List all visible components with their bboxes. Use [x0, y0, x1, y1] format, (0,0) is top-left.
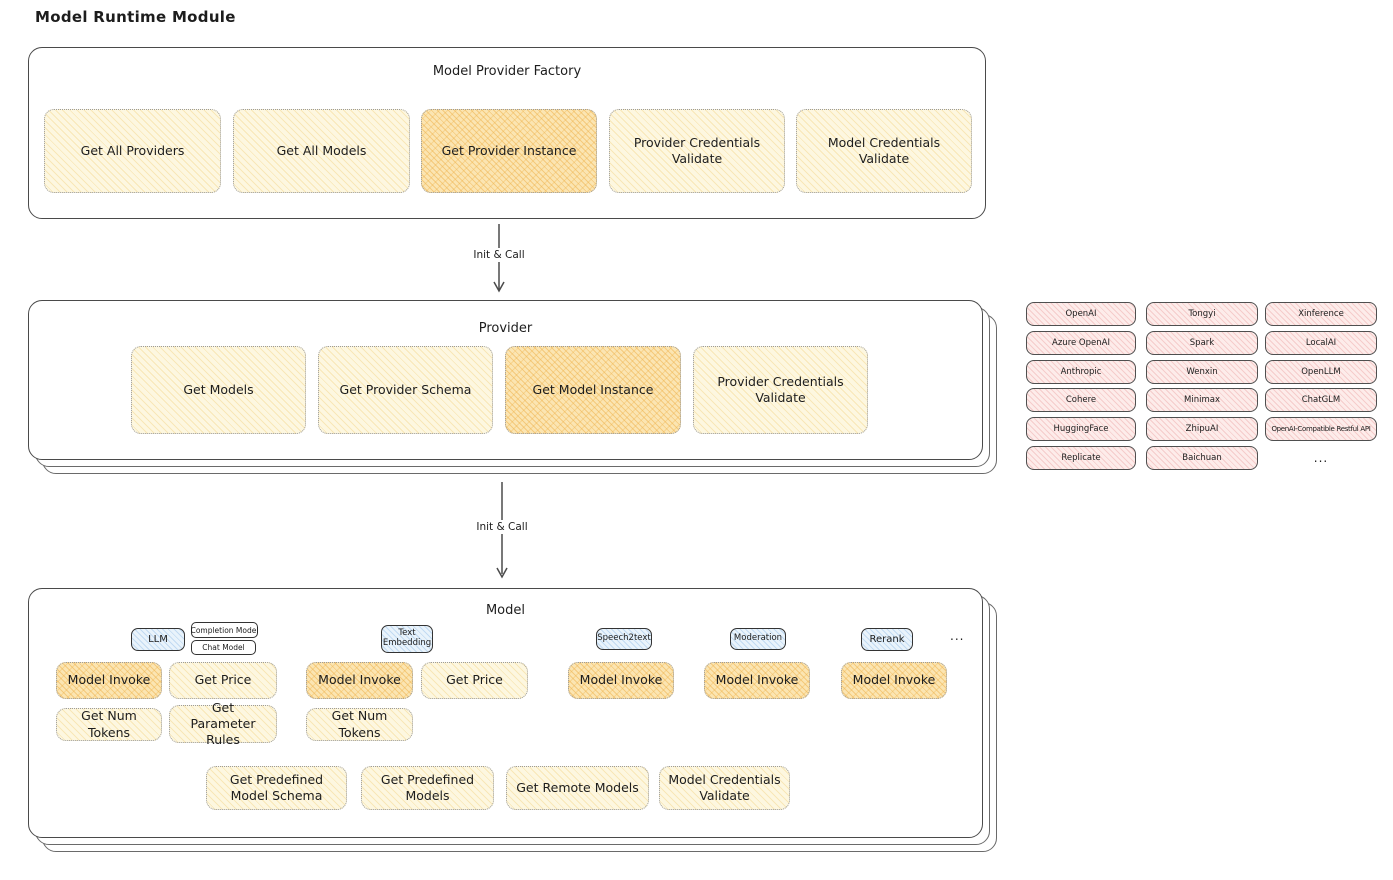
get-model-instance-box: Get Model Instance	[505, 346, 681, 434]
rerank-type-tab: Rerank	[861, 628, 913, 651]
provider-minimax: Minimax	[1146, 388, 1258, 412]
moderation-type-tab: Moderation	[730, 628, 786, 650]
provider-openllm: OpenLLM	[1265, 360, 1377, 384]
chat-model-tab: Chat Model	[191, 640, 256, 655]
get-provider-instance-box: Get Provider Instance	[421, 109, 597, 193]
speech2text-model-invoke-box: Model Invoke	[568, 662, 674, 699]
get-provider-schema-box: Get Provider Schema	[318, 346, 493, 434]
provider-section: Provider Get Models Get Provider Schema …	[28, 300, 983, 460]
provider-cohere: Cohere	[1026, 388, 1136, 412]
provider-credentials-validate-box-2: Provider Credentials Validate	[693, 346, 868, 434]
init-call-label-2: Init & Call	[464, 520, 540, 534]
provider-azure-openai: Azure OpenAI	[1026, 331, 1136, 355]
get-all-providers-box: Get All Providers	[44, 109, 221, 193]
model-section: Model LLM Completion Model Chat Model Te…	[28, 588, 983, 838]
model-credentials-validate-box: Model Credentials Validate	[796, 109, 972, 193]
provider-anthropic: Anthropic	[1026, 360, 1136, 384]
get-predefined-model-schema-box: Get Predefined Model Schema	[206, 766, 347, 810]
provider-xinference: Xinference	[1265, 302, 1377, 326]
moderation-model-invoke-box: Model Invoke	[704, 662, 810, 699]
model-credentials-validate-box-2: Model Credentials Validate	[659, 766, 790, 810]
rerank-model-invoke-box: Model Invoke	[841, 662, 947, 699]
provider-wenxin: Wenxin	[1146, 360, 1258, 384]
init-call-label-1: Init & Call	[461, 248, 537, 262]
speech2text-type-tab: Speech2text	[596, 628, 652, 650]
completion-model-tab: Completion Model	[191, 622, 258, 638]
provider-chatglm: ChatGLM	[1265, 388, 1377, 412]
embedding-get-num-tokens-box: Get Num Tokens	[306, 708, 413, 741]
embedding-get-price-box: Get Price	[421, 662, 528, 699]
llm-get-num-tokens-box: Get Num Tokens	[56, 708, 162, 741]
provider-zhipuai: ZhipuAI	[1146, 417, 1258, 441]
get-all-models-box: Get All Models	[233, 109, 410, 193]
model-provider-factory-title: Model Provider Factory	[432, 64, 582, 79]
provider-replicate: Replicate	[1026, 446, 1136, 470]
provider-localai: LocalAI	[1265, 331, 1377, 355]
provider-title: Provider	[478, 321, 533, 336]
get-models-box: Get Models	[131, 346, 306, 434]
llm-model-invoke-box: Model Invoke	[56, 662, 162, 699]
model-types-ellipsis: ...	[950, 629, 965, 643]
provider-huggingface: HuggingFace	[1026, 417, 1136, 441]
embedding-model-invoke-box: Model Invoke	[306, 662, 413, 699]
providers-list-ellipsis: ...	[1313, 451, 1329, 465]
provider-baichuan: Baichuan	[1146, 446, 1258, 470]
get-predefined-models-box: Get Predefined Models	[361, 766, 494, 810]
provider-openai: OpenAI	[1026, 302, 1136, 326]
provider-tongyi: Tongyi	[1146, 302, 1258, 326]
provider-openai-compatible: OpenAI-Compatible Restful API	[1265, 417, 1377, 441]
llm-get-parameter-rules-box: Get Parameter Rules	[169, 700, 277, 747]
llm-type-tab: LLM	[131, 628, 185, 651]
get-remote-models-box: Get Remote Models	[506, 766, 649, 810]
text-embedding-type-tab: Text Embedding	[381, 625, 433, 653]
provider-credentials-validate-box: Provider Credentials Validate	[609, 109, 785, 193]
providers-list-grid: OpenAI Azure OpenAI Anthropic Cohere Hug…	[1026, 302, 1377, 472]
model-provider-factory-section: Model Provider Factory Get All Providers…	[28, 47, 986, 219]
model-title: Model	[485, 603, 526, 618]
diagram-title: Model Runtime Module	[35, 8, 236, 26]
llm-get-price-box: Get Price	[169, 662, 277, 699]
provider-spark: Spark	[1146, 331, 1258, 355]
